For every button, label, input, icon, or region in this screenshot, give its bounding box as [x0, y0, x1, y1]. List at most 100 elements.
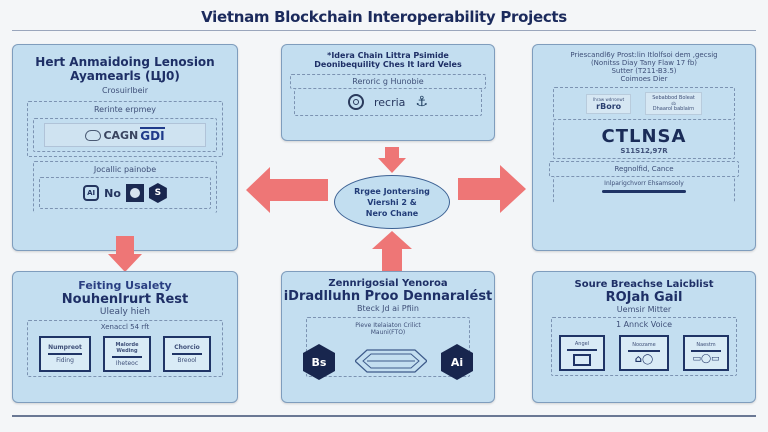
logo-text: CAGN [103, 128, 139, 142]
ai-hex-icon: Ai [441, 344, 473, 380]
card-caption: Fiding [56, 357, 74, 364]
card-divider [48, 353, 82, 355]
ctlnsa-code: S11S12,97R [620, 147, 668, 155]
section-box: Inlparigchvorr Ehsamsooly [553, 177, 735, 203]
card-item[interactable]: Numpreot Fiding [39, 336, 91, 372]
panel-top-left: Hert Anmaidoing Lenosion Ayamearls (ЦJ0)… [12, 44, 238, 251]
section-label: Mauni(FTO) [370, 329, 406, 336]
card-title: Numpreot [48, 344, 82, 351]
section-box: Xenaccl 54 rft Numpreot Fiding Malorde W… [27, 320, 223, 377]
section-label: Xenaccl 54 rft [100, 323, 150, 331]
panel-title: Hert Anmaidoing Lenosion [35, 55, 215, 69]
panel-title: iDradlluhn Proo Dennaralést [283, 289, 493, 304]
panel-title: Deonibequility Ches It lard Veles [314, 60, 462, 69]
logo-text: recria [374, 95, 406, 109]
card-divider [627, 349, 661, 352]
section-box: Reroric g Hunobie [290, 74, 486, 89]
panel-title: ROJah Gail [605, 290, 683, 305]
arrow-down-top [378, 147, 406, 173]
panel-subtitle: Uemsir Mitter [616, 305, 672, 314]
section-label: Regnolfid, Cance [614, 165, 674, 173]
section-label: Inlparigchvorr Ehsamsooly [604, 180, 684, 187]
section-box: 1 Annck Voice Angel Noozame ⌂◯ Naestm ▭◯… [551, 317, 737, 376]
panel-bottom-left: Feiting Usalety Nouhenlrurt Rest Ulealy … [12, 271, 238, 403]
panel-bottom-center: Zennrigosial Yenoroa iDradlluhn Proo Den… [281, 271, 495, 403]
panel-top-center: *Idera Chain Littra Psimide Deonibequili… [281, 44, 495, 141]
page-title: Vietnam Blockchain Interoperability Proj… [201, 8, 567, 26]
card-item[interactable]: Angel [559, 335, 605, 371]
icon-label: No [104, 186, 121, 200]
panel-bottom-right: Soure Breachse Laicblist ROJah Gail Uems… [532, 271, 756, 403]
logo-badge: GDI [140, 127, 165, 143]
section-box: Pieve Itelaiaton Crilict Mauni(FTO) Bs A… [303, 317, 473, 380]
section-box: Jocallic painobe AI No S [33, 161, 217, 213]
devices-icon: ▭◯▭ [692, 354, 720, 364]
panel-top-right: Priescandl6y Prost:lin Itlolfsoi dem ,ge… [532, 44, 756, 251]
panel-title: Soure Breachse Laicblist [574, 279, 714, 290]
flower-icon [348, 94, 364, 110]
title-divider [12, 30, 756, 31]
section-label: Rerinte erpmey [93, 105, 157, 114]
cagn-logo: CAGN GDI [44, 123, 206, 147]
panel-title: (Nonitss Diay Tany Flaw 17 fb) [590, 59, 698, 67]
hub-label: Viershi 2 & [367, 197, 417, 207]
house-network-icon: ⌂◯ [634, 353, 654, 365]
card-title: Naestm [696, 342, 716, 348]
ctlnsa-section: CTLNSA S11S12,97R [553, 120, 735, 159]
card-title: Angel [574, 340, 590, 347]
section-label: Jocallic painobe [93, 165, 157, 174]
card-item[interactable]: Malorde Weding Iheteoc [103, 336, 151, 372]
badge-logo: rBoro [596, 101, 622, 111]
panel-title: *Idera Chain Littra Psimide [327, 51, 449, 60]
ctlnsa-logo: CTLNSA [601, 126, 687, 147]
anchor-icon: ⚓ [415, 94, 428, 110]
bridge-connector-icon [355, 349, 427, 373]
double-arrow-icon [602, 190, 686, 193]
card-caption: Breool [177, 357, 197, 364]
arrow-right [458, 165, 526, 213]
logo-frame: CAGN GDI [33, 118, 217, 152]
arrow-down-left [108, 236, 142, 272]
s-hex-icon: S [148, 183, 167, 203]
panel-title: Nouhenlrurt Rest [61, 292, 189, 307]
arrow-up-bottom [372, 231, 412, 271]
section-label: Pieve Itelaiaton Crilict [355, 322, 421, 329]
sebabbod-badge: Sebabbod Boleat sb Dhaarol bablairn [645, 92, 702, 115]
hub-label: Nero Chane [365, 208, 419, 218]
panel-title: Ayamearls (ЦJ0) [70, 69, 180, 83]
avatar-coin-icon [125, 184, 144, 202]
bottom-divider [12, 415, 756, 417]
panel-subtitle: Crosuirlbeir [101, 86, 149, 95]
bs-hex-icon: Bs [303, 344, 335, 380]
card-title: Noozame [632, 341, 656, 348]
panel-subtitle: Ulealy hieh [99, 307, 151, 317]
card-divider [171, 353, 203, 355]
card-item[interactable]: Chorcio Breool [163, 336, 211, 372]
panel-title: Feiting Usalety [78, 279, 172, 292]
card-row: Numpreot Fiding Malorde Weding Iheteoc C… [32, 336, 218, 372]
card-divider [567, 348, 597, 351]
arrow-left [246, 167, 328, 213]
panel-subtitle: Bteck Jd ai Pfiin [357, 304, 419, 313]
card-divider [111, 355, 143, 358]
ai-badge-icon: AI [83, 185, 100, 201]
terminal-icon [573, 353, 591, 366]
card-item[interactable]: Noozame ⌂◯ [619, 335, 669, 371]
panel-title: Sutter (T211-B3.5) [611, 67, 677, 75]
card-row: Angel Noozame ⌂◯ Naestm ▭◯▭ [556, 335, 732, 371]
badge-line: Dhaarol bablairn [652, 106, 695, 112]
badge-line: sb [671, 101, 676, 106]
cloud-hand-icon [85, 129, 102, 141]
section-box: Rerinte erpmey CAGN GDI [27, 101, 223, 157]
hub-label: Rrgee Jontersing [354, 186, 430, 196]
badge-caption: Ihraw wdrronwt [593, 96, 625, 102]
icon-row: AI No S [39, 177, 211, 209]
panel-title: Priescandl6y Prost:lin Itlolfsoi dem ,ge… [570, 51, 718, 59]
card-item[interactable]: Naestm ▭◯▭ [683, 335, 729, 371]
section-label: Reroric g Hunobie [352, 77, 424, 86]
badge-line: Sebabbod Boleat [652, 95, 695, 101]
section-box: Regnolfid, Cance [549, 161, 739, 177]
badge-row: Ihraw wdrronwt rBoro Sebabbod Boleat sb … [553, 87, 735, 120]
card-divider [691, 350, 721, 352]
card-title: Malorde Weding [115, 341, 139, 354]
